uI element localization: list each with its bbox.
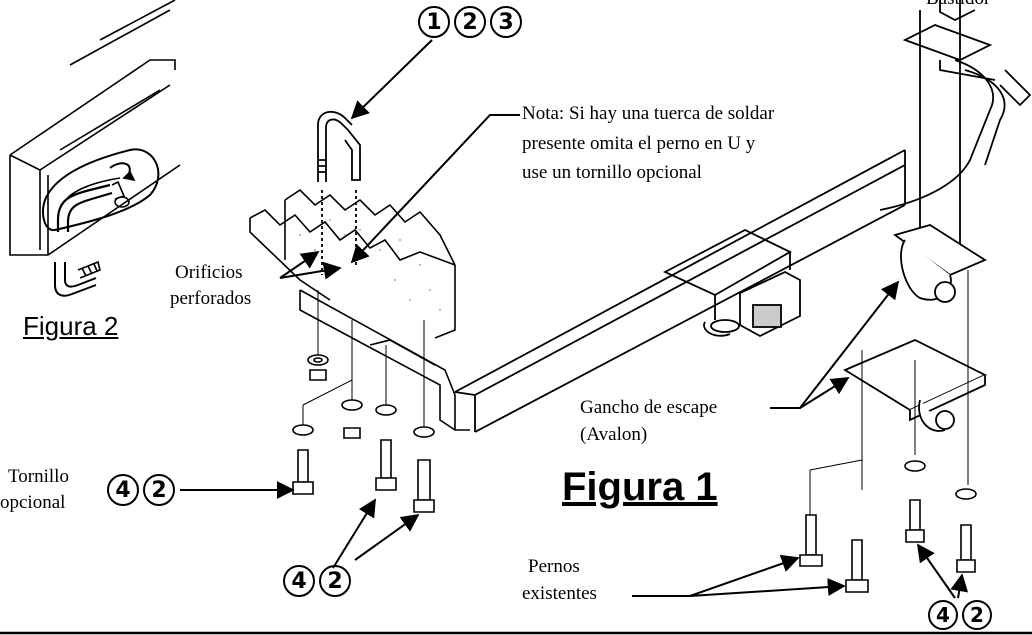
callout-bottom-left: 4 2 [283,565,351,597]
callout-number: 4 [283,565,315,597]
leader-arrows [180,39,969,599]
orificios-line-1: Orificios [175,262,243,283]
callout-number: 2 [962,600,992,630]
figura-1-title: Figura 1 [562,465,718,509]
callout-number: 2 [454,6,486,38]
left-hardware [292,354,435,513]
right-guide-lines [809,270,969,520]
callout-top: 1 2 3 [418,6,522,38]
callout-tornillo: 4 2 [107,474,175,506]
left-bracket [249,188,470,431]
callout-number: 2 [143,474,175,506]
frame-rail-inset [9,0,181,297]
hitch-crossbar [454,149,906,433]
callout-number: 4 [928,600,958,630]
callout-number: 2 [319,565,351,597]
bracket-stipple [299,219,441,311]
pernos-line-2: existentes [522,583,597,604]
pernos-line-1: Pernos [528,556,580,577]
gancho-line-2: (Avalon) [580,424,648,445]
nota-line-2: presente omita el perno en U y [522,133,756,154]
right-frame [879,0,1032,265]
nota-line-3: use un tornillo opcional [522,162,702,183]
tornillo-line-2: opcional [0,492,66,513]
bastidor-label: Bastidor [926,0,990,10]
tornillo-line-1: Tornillo [8,466,69,487]
orificios-line-2: perforados [170,288,252,309]
figura-2-title: Figura 2 [23,311,119,341]
callout-number: 4 [107,474,139,506]
callout-bottom-right: 4 2 [928,600,992,630]
nota-line-1: Nota: Si hay una tuerca de soldar [522,103,775,124]
right-hardware [799,460,977,593]
left-guide-lines [302,290,425,427]
callout-number: 1 [418,6,450,38]
callout-number: 3 [490,6,522,38]
u-bolt [317,110,361,275]
receiver-box [662,228,801,338]
gancho-line-1: Gancho de escape [580,397,718,418]
